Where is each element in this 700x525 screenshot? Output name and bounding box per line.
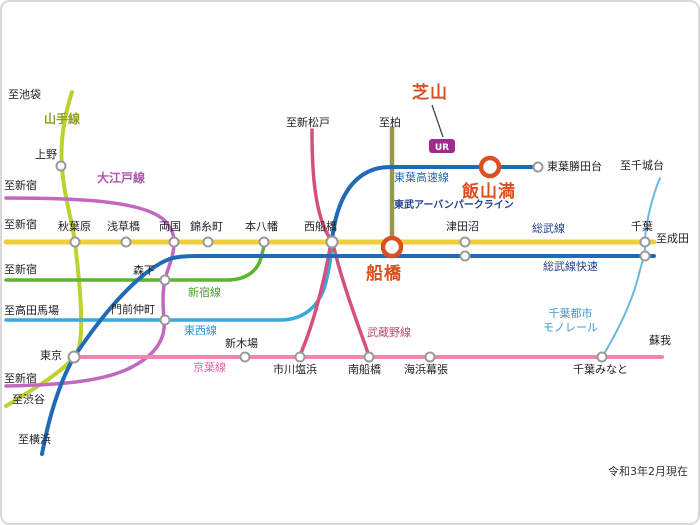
line-label-tozai: 東西線 [184, 324, 217, 337]
station-label-tokyo: 東京 [40, 349, 62, 362]
ur-badge [429, 139, 455, 153]
chiba-monorail-line [603, 177, 661, 355]
line-label-keiyo: 京葉線 [193, 361, 226, 374]
station-label-ryogoku: 両国 [159, 220, 181, 233]
station-toyo-katsutadai [532, 161, 544, 173]
edge-label-to-chishirodai: 至千城台 [620, 159, 664, 172]
station-label-ichikawa-shiohama: 市川塩浜 [273, 363, 317, 376]
station-label-morishita: 森下 [133, 264, 155, 277]
edge-label-to-shinjuku-oedo-south: 至新宿 [4, 372, 37, 385]
station-label-kinshicho: 錦糸町 [190, 220, 223, 233]
line-label-tobu-urban-park: 東武アーバンパークライン [394, 200, 514, 211]
edge-label-to-kashiwa: 至柏 [379, 116, 401, 129]
edge-label-to-shibuya: 至渋谷 [12, 393, 45, 406]
station-label-minami-funabashi: 南船橋 [348, 363, 381, 376]
station-label-nishi-funabashi: 西船橋 [304, 220, 337, 233]
edge-label-to-shin-matsudo: 至新松戸 [286, 116, 330, 129]
edge-label-to-yokohama: 至横浜 [18, 433, 51, 446]
musashino-line-west-branch-path [299, 246, 332, 355]
edge-label-to-shinjuku-oedo: 至新宿 [4, 179, 37, 192]
station-ueno [55, 160, 67, 172]
musashino-line-east-branch-path [332, 246, 370, 355]
station-label-chiba-minato: 千葉みなと [573, 363, 628, 376]
station-kaihin-makuhari [424, 351, 436, 363]
line-label-musashino: 武蔵野線 [367, 326, 411, 339]
station-morishita [159, 274, 171, 286]
station-ichikawa-shiohama [294, 351, 306, 363]
callout-label-shibayama: 芝山 [412, 83, 448, 103]
edge-label-to-takadanobaba: 至高田馬場 [4, 304, 59, 317]
edge-label-to-narita: 至成田 [656, 232, 689, 245]
station-chiba-local [639, 236, 651, 248]
station-label-akihabara: 秋葉原 [58, 220, 91, 233]
station-hasama-highlight [478, 155, 502, 179]
line-label-chiba-monorail: 千葉都市 モノレール [543, 307, 598, 335]
station-motoyawata [258, 236, 270, 248]
station-nishi-funabashi [325, 235, 339, 249]
toyo-rapid-line-path [330, 165, 538, 242]
station-tsudanuma-local [459, 236, 471, 248]
station-shin-kiba [239, 351, 251, 363]
station-chiba-minato [596, 351, 608, 363]
station-label-hasama-highlight: 飯山満 [462, 182, 516, 202]
station-monzen-nakacho [159, 314, 171, 326]
sobu-rapid-line-path [40, 254, 656, 456]
station-ryogoku [168, 236, 180, 248]
edge-label-to-shinjuku-sobu: 至新宿 [4, 218, 37, 231]
station-label-tsudanuma: 津田沼 [446, 220, 479, 233]
station-label-asakusabashi: 浅草橋 [107, 220, 140, 233]
line-label-toyo: 東葉高速線 [394, 171, 449, 184]
line-label-sobu-rapid: 総武線快速 [543, 260, 598, 273]
line-label-chiba-monorail-line1: 千葉都市 [548, 307, 593, 320]
station-label-ueno: 上野 [35, 148, 57, 161]
station-asakusabashi [120, 236, 132, 248]
station-tsudanuma-rapid [459, 250, 471, 262]
shinjuku-line-path [4, 244, 266, 282]
station-label-toyo-katsutadai: 東葉勝田台 [547, 160, 602, 173]
station-tokyo [67, 350, 81, 364]
station-label-soga: 蘇我 [649, 334, 671, 347]
edge-label-to-ikebukuro: 至池袋 [8, 88, 41, 101]
station-label-motoyawata: 本八幡 [245, 220, 278, 233]
line-label-oedo: 大江戸線 [97, 171, 146, 185]
station-chiba-rapid [639, 250, 651, 262]
station-label-monzen-nakacho: 門前仲町 [111, 303, 155, 316]
line-label-yamanote: 山手線 [44, 112, 81, 126]
station-kinshicho [202, 236, 214, 248]
station-label-shin-kiba: 新木場 [225, 337, 258, 350]
ur-badge-label: UR [435, 143, 449, 153]
map-date-note: 令和3年2月現在 [608, 465, 688, 478]
station-minami-funabashi [363, 351, 375, 363]
station-label-kaihin-makuhari: 海浜幕張 [404, 363, 448, 376]
station-akihabara [69, 236, 81, 248]
line-label-chiba-monorail-line2: モノレール [543, 320, 598, 334]
line-label-sobu: 総武線 [532, 222, 565, 235]
edge-label-to-shinjuku-shinjuku-line: 至新宿 [4, 263, 37, 276]
station-label-chiba: 千葉 [631, 220, 653, 233]
shibayama-pointer-line [431, 104, 444, 138]
line-label-shinjuku: 新宿線 [188, 286, 221, 299]
station-label-funabashi-highlight: 船橋 [366, 264, 402, 284]
station-funabashi-highlight [380, 235, 404, 259]
